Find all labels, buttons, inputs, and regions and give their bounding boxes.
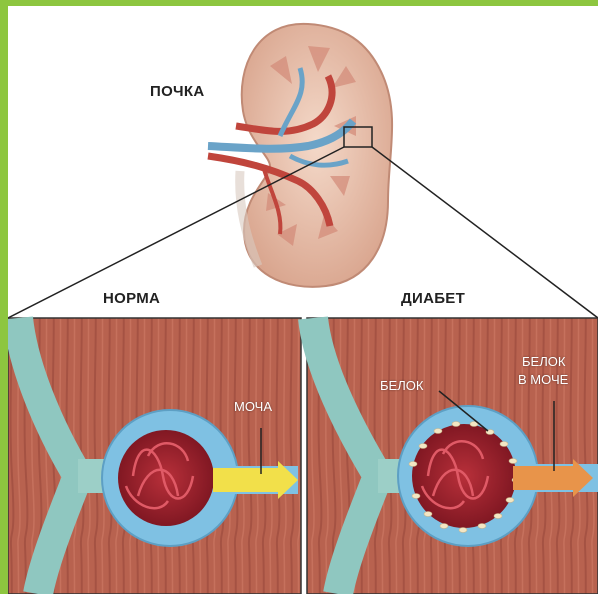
kidney-illustration <box>208 24 392 287</box>
protein-label: БЕЛОК <box>380 378 423 393</box>
normal-label: НОРМА <box>103 290 160 307</box>
diagram-canvas: ПОЧКА НОРМА ДИАБЕТ МОЧА БЕЛОК БЕЛОК В МО… <box>8 6 598 594</box>
kidney-label: ПОЧКА <box>150 83 204 100</box>
panel-normal <box>8 318 301 594</box>
protein-in-urine-label-line2: В МОЧЕ <box>518 372 568 387</box>
protein-in-urine-label-line1: БЕЛОК <box>522 354 565 369</box>
diagram-svg <box>8 6 598 594</box>
urine-label: МОЧА <box>234 399 272 414</box>
diabetes-label: ДИАБЕТ <box>401 290 465 307</box>
